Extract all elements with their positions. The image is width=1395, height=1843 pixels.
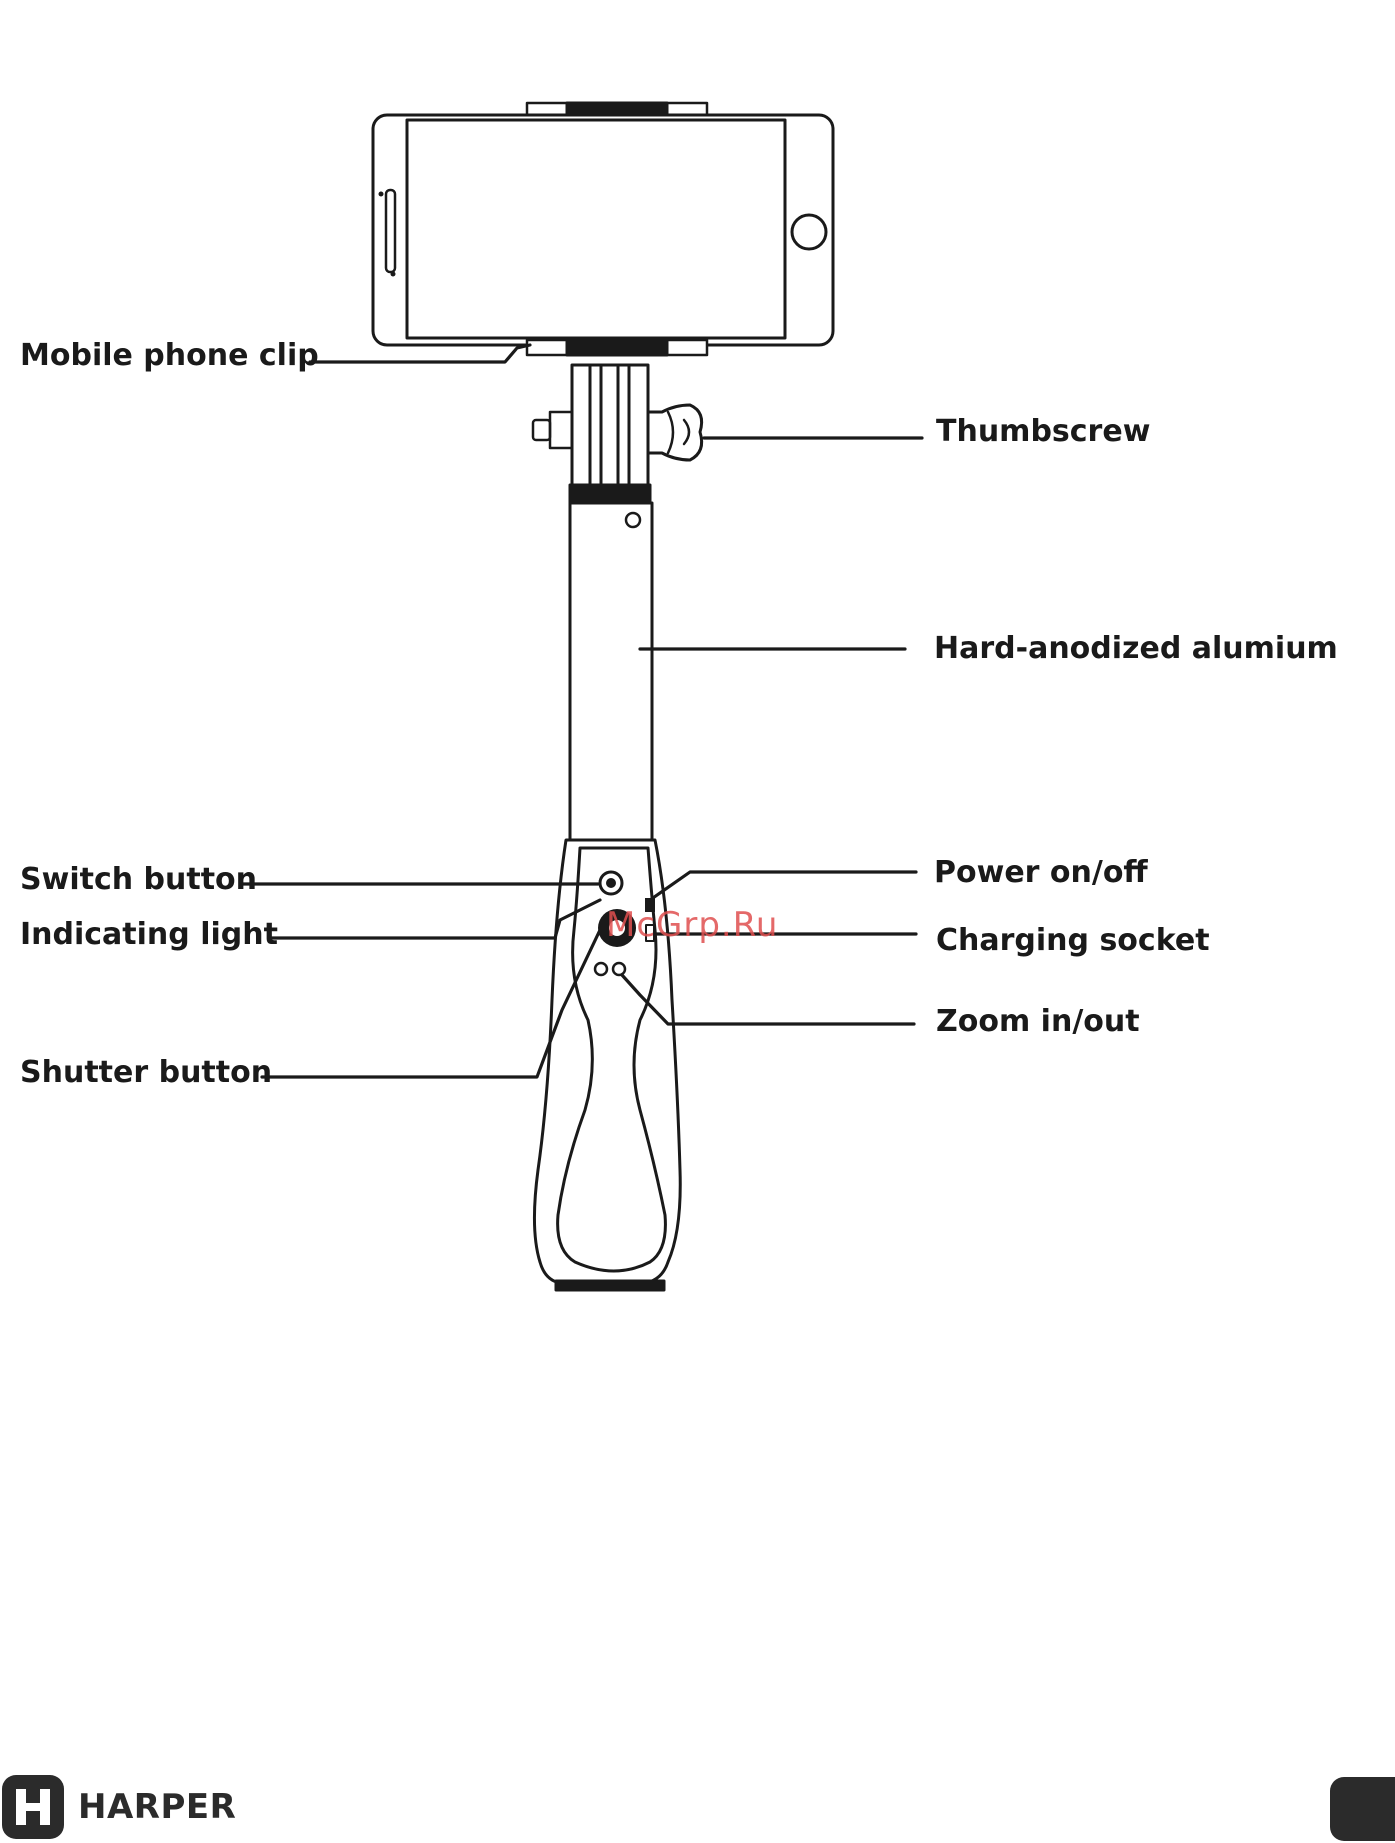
thumbscrew-knob — [648, 405, 702, 460]
brand-name: HARPER — [78, 1787, 236, 1827]
label-zoom-in-out: Zoom in/out — [936, 1007, 1140, 1037]
page-tab — [1330, 1777, 1395, 1841]
label-shutter-button: Shutter button — [20, 1058, 272, 1088]
label-indicating-light: Indicating light — [20, 920, 278, 950]
label-hard-anodized-alumium: Hard-anodized alumium — [934, 634, 1338, 664]
aluminium-shaft — [570, 503, 652, 843]
brand-footer: HARPER — [0, 1773, 236, 1841]
leader-lines — [241, 345, 922, 1077]
label-power-on-off: Power on/off — [934, 858, 1148, 888]
label-thumbscrew: Thumbscrew — [936, 417, 1150, 447]
brand-logo — [2, 1775, 64, 1839]
label-mobile-phone-clip: Mobile phone clip — [20, 341, 319, 371]
watermark: McGrp.Ru — [606, 905, 778, 945]
thumbscrew-left — [533, 412, 572, 448]
label-switch-button: Switch button — [20, 865, 257, 895]
phone — [373, 103, 833, 355]
label-charging-socket: Charging socket — [936, 926, 1210, 956]
brand-logo-letter-h — [2, 1775, 64, 1839]
clip-holder — [570, 365, 650, 503]
